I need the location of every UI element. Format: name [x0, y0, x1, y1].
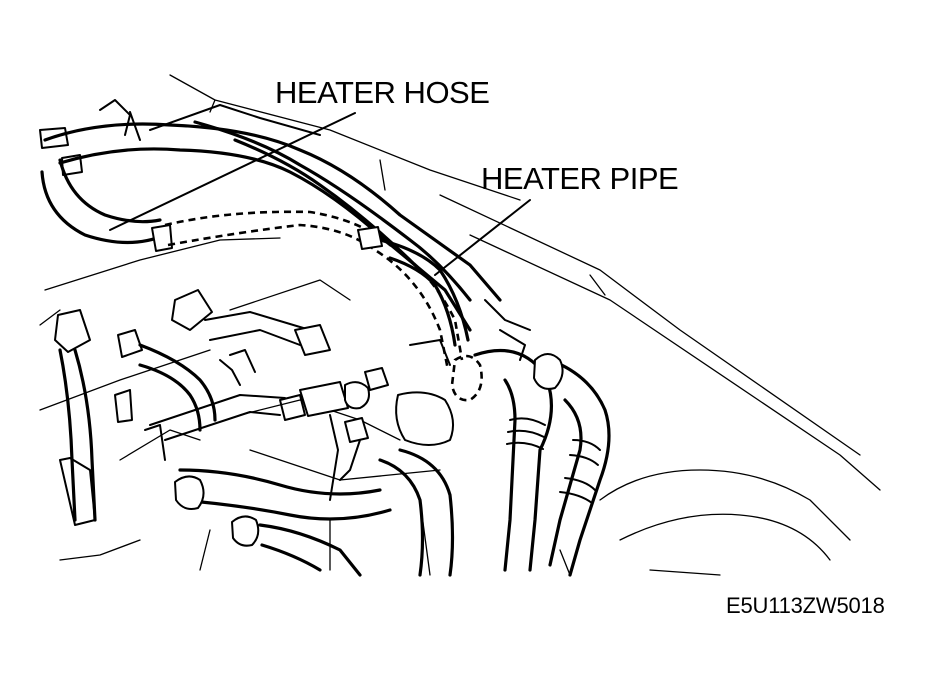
- heater-pipe: [357, 226, 470, 347]
- upper-tube-assembly: [43, 99, 502, 332]
- heater-hose: [39, 127, 173, 252]
- heater-hose-leader-line: [109, 112, 356, 231]
- left-component-cluster: [54, 289, 331, 526]
- engine-outline: [39, 74, 881, 576]
- heater-pipe-callout: HEATER PIPE: [481, 161, 679, 196]
- right-hose-assembly: [473, 299, 611, 577]
- leader-lines: [109, 112, 531, 276]
- heater-pipe-hidden: [164, 210, 483, 402]
- figure-reference-code: E5U113ZW5018: [726, 593, 885, 618]
- middle-fittings: [149, 339, 455, 577]
- heater-hose-callout: HEATER HOSE: [275, 75, 490, 110]
- heater-pipe-leader-line: [434, 199, 531, 276]
